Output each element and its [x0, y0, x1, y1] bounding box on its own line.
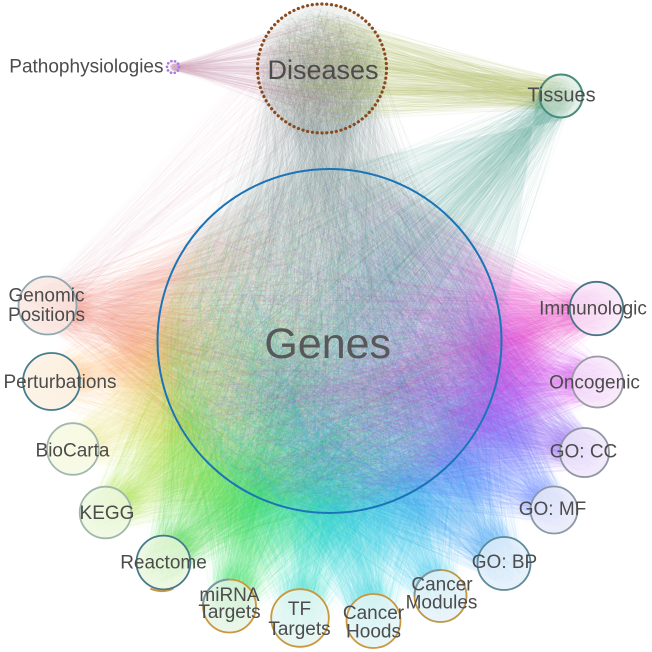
svg-text:Immunologic: Immunologic	[539, 299, 647, 320]
svg-text:TF: TF	[288, 599, 311, 620]
svg-text:miRNA: miRNA	[199, 585, 259, 606]
svg-text:GO: CC: GO: CC	[550, 442, 618, 463]
svg-text:Reactome: Reactome	[120, 553, 207, 574]
svg-text:Diseases: Diseases	[267, 55, 378, 85]
svg-text:GO: MF: GO: MF	[519, 499, 587, 520]
svg-text:Tissues: Tissues	[527, 85, 595, 107]
svg-text:BioCarta: BioCarta	[36, 441, 110, 462]
svg-text:GO: BP: GO: BP	[472, 552, 537, 573]
svg-text:Oncogenic: Oncogenic	[549, 373, 640, 394]
svg-text:Cancer: Cancer	[343, 603, 405, 624]
svg-text:Pathophysiologies: Pathophysiologies	[9, 57, 163, 78]
svg-text:Genomic: Genomic	[8, 286, 84, 307]
svg-text:KEGG: KEGG	[80, 503, 135, 524]
svg-text:Modules: Modules	[406, 593, 478, 614]
svg-text:Cancer: Cancer	[411, 575, 473, 596]
svg-text:Hoods: Hoods	[346, 622, 401, 643]
svg-text:Targets: Targets	[268, 619, 330, 640]
svg-text:Positions: Positions	[8, 305, 85, 326]
svg-text:Genes: Genes	[264, 320, 391, 368]
svg-text:Targets: Targets	[198, 602, 260, 623]
svg-text:Perturbations: Perturbations	[3, 372, 116, 393]
